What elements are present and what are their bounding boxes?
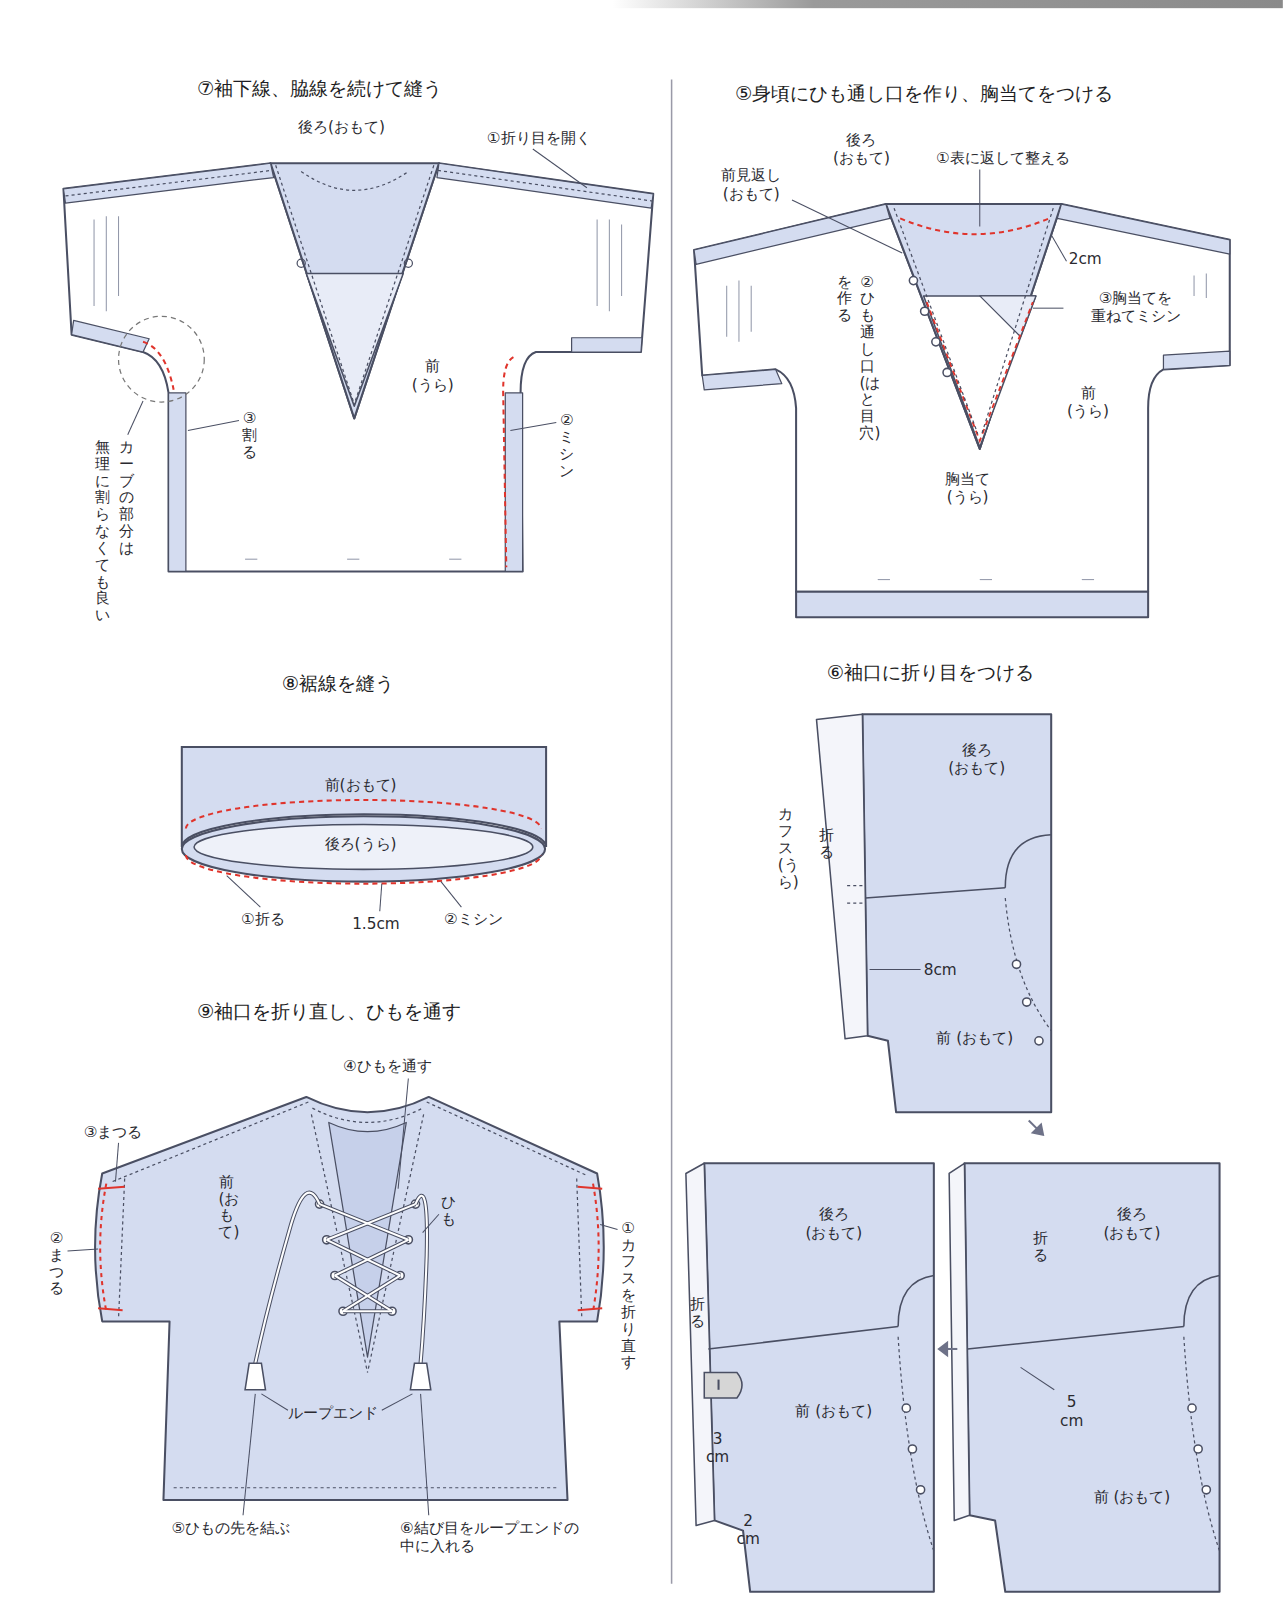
section-heading: ⑧裾線を縫う [282, 672, 394, 695]
dimension: 2cm [1069, 250, 1102, 268]
part-label: 前 (おもて) [794, 1402, 874, 1420]
step-note: ③まつる [84, 1123, 143, 1141]
part-label: 前 (うら) [406, 357, 459, 394]
dimension: 8cm [924, 961, 957, 979]
step-note: ①折り目を開く [487, 129, 591, 147]
part-label: 後ろ (おもて) [823, 131, 901, 168]
step-note: 折る [1033, 1230, 1048, 1264]
step-note: ④ひもを通す [343, 1057, 432, 1075]
part-label: 前 (うら) [1062, 384, 1115, 421]
section-heading: ⑨袖口を折り直し、ひもを通す [197, 1000, 461, 1023]
step-note: 無理に割らなくても良い [95, 439, 110, 624]
step-note: を作る [837, 274, 852, 325]
step-note: カーブの部分は [118, 439, 133, 557]
part-label: 後ろ (おもて) [1092, 1205, 1172, 1242]
step-note: 折る [819, 827, 834, 861]
step-note: 折る [690, 1296, 705, 1330]
section-heading: ⑤身頃にひも通し口を作り、胸当てをつける [735, 82, 1113, 105]
part-label: 後ろ (おもて) [794, 1205, 874, 1242]
part-label: ひも [441, 1194, 456, 1228]
dimension: 5 cm [1054, 1393, 1089, 1430]
part-label: 前(おもて) [218, 1174, 233, 1241]
step-note: ⑥結び目をループエンドの 中に入れる [400, 1519, 609, 1556]
part-label: 前(おもて) [325, 776, 397, 794]
section-heading: ⑥袖口に折り目をつける [827, 661, 1034, 684]
step-note: ①表に返して整える [936, 149, 1070, 167]
part-label: 後ろ(おもて) [298, 118, 385, 136]
part-label: 前見返し (おもて) [707, 166, 795, 203]
part-label: 後ろ (おもて) [937, 741, 1017, 778]
step-note: ②まつる [49, 1230, 64, 1297]
dimension: 2 cm [731, 1512, 766, 1549]
part-label: 前 (おもて) [1092, 1488, 1172, 1506]
step-note: ③胸当てを 重ねてミシン [1067, 289, 1205, 326]
step-note: ③割る [242, 410, 257, 461]
part-label: 前 (おもて) [935, 1029, 1015, 1047]
step-note: ②ひも通し口(はと目穴) [859, 274, 874, 442]
part-label: カフス(うら) [778, 806, 793, 890]
step-note: ①カフスを折り直す [621, 1220, 636, 1372]
step-note: ②ミシン [444, 910, 503, 928]
step-note: ⑤ひもの先を結ぶ [171, 1519, 290, 1537]
part-label: 後ろ(うら) [325, 835, 397, 853]
step-note: ①折る [241, 910, 285, 928]
dimension: 3 cm [700, 1430, 735, 1467]
part-label: 胸当て (うら) [935, 470, 1000, 507]
step-note: ②ミシン [559, 412, 574, 479]
part-label: ループエンド [288, 1404, 378, 1422]
section-heading: ⑦袖下線、脇線を続けて縫う [197, 77, 442, 100]
dimension: 1.5cm [352, 915, 400, 933]
